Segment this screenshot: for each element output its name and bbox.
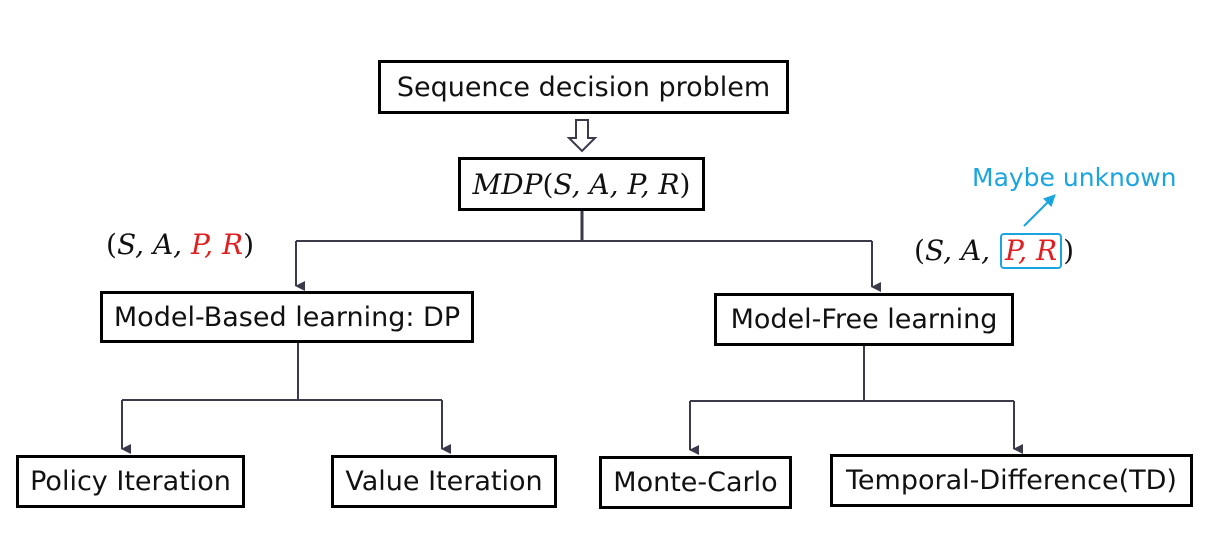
temporal-difference-label: Temporal-Difference(TD): [846, 465, 1177, 496]
policy-iteration-label: Policy Iteration: [30, 466, 231, 497]
policy-iteration-node: Policy Iteration: [16, 455, 245, 508]
tuple-sep: ,: [981, 234, 999, 267]
mdp-open: (: [542, 167, 554, 201]
tuple-close: ): [1063, 234, 1074, 267]
tuple-sep: ,: [943, 234, 961, 267]
tuple-close: ): [243, 228, 254, 261]
model-free-label: Model-Free learning: [730, 304, 998, 335]
mdp-sep-3: ,: [640, 167, 659, 201]
hollow-down-arrow-icon: [566, 119, 598, 153]
mdp-formula: MDP(S, A, P, R): [473, 168, 691, 201]
tuple-sep: ,: [173, 228, 191, 261]
tuple-open: (: [106, 228, 117, 261]
mdp-arg-p: P: [627, 167, 641, 201]
tuple-a: A: [960, 234, 982, 267]
tuple-s: S: [924, 234, 944, 267]
tuple-a: A: [152, 228, 174, 261]
tuple-sep: ,: [135, 228, 153, 261]
temporal-difference-node: Temporal-Difference(TD): [830, 454, 1193, 507]
mdp-sep-2: ,: [609, 167, 628, 201]
tuple-p: P: [1004, 234, 1019, 267]
tuple-sep: ,: [204, 228, 222, 261]
tuple-s: S: [116, 228, 136, 261]
root-node-label: Sequence decision problem: [396, 71, 771, 103]
model-based-node: Model-Based learning: DP: [100, 291, 474, 343]
value-iteration-label: Value Iteration: [345, 466, 543, 497]
maybe-unknown-note: Maybe unknown: [972, 163, 1177, 192]
callout-arrow: [1023, 194, 1056, 227]
mdp-node: MDP(S, A, P, R): [458, 157, 705, 211]
tuple-r: R: [221, 228, 244, 261]
value-iteration-node: Value Iteration: [331, 455, 557, 508]
model-based-tuple: (S, A, P, R): [106, 228, 254, 261]
monte-carlo-node: Monte-Carlo: [599, 456, 792, 509]
tuple-open: (: [914, 234, 925, 267]
mdp-arg-s: S: [553, 167, 572, 201]
model-free-node: Model-Free learning: [714, 293, 1014, 346]
mdp-close: ): [679, 167, 691, 201]
root-node: Sequence decision problem: [378, 60, 789, 114]
mdp-sep-1: ,: [571, 167, 590, 201]
monte-carlo-label: Monte-Carlo: [613, 467, 778, 498]
unknown-params-highlight: P, R: [999, 233, 1063, 270]
model-based-label: Model-Based learning: DP: [113, 301, 461, 333]
model-free-tuple: (S, A, P, R): [914, 233, 1074, 270]
mdp-name: MDP: [472, 167, 543, 201]
mdp-arg-a: A: [589, 167, 610, 201]
mdp-arg-r: R: [658, 167, 680, 201]
tuple-sep: ,: [1018, 234, 1036, 267]
tuple-r: R: [1035, 234, 1058, 267]
tuple-p: P: [190, 228, 205, 261]
